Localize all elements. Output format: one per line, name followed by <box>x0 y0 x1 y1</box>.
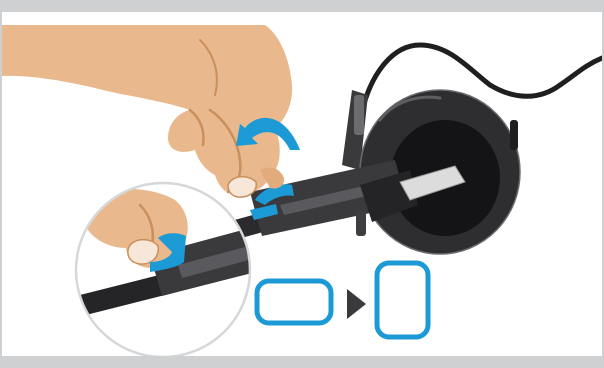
horizontal-rounded-rectangle-icon <box>257 281 331 323</box>
magnifier-callout <box>60 182 262 358</box>
vertical-rounded-rectangle-icon <box>377 263 428 337</box>
thumb-fingernail <box>228 177 256 197</box>
headband-slider <box>354 95 364 135</box>
triangle-arrow-icon <box>347 289 366 319</box>
boom-pivot-pin <box>356 210 366 236</box>
ear-cushion-tab <box>510 120 518 150</box>
magnified-fingernail <box>128 240 158 264</box>
hand-icon <box>2 25 292 195</box>
